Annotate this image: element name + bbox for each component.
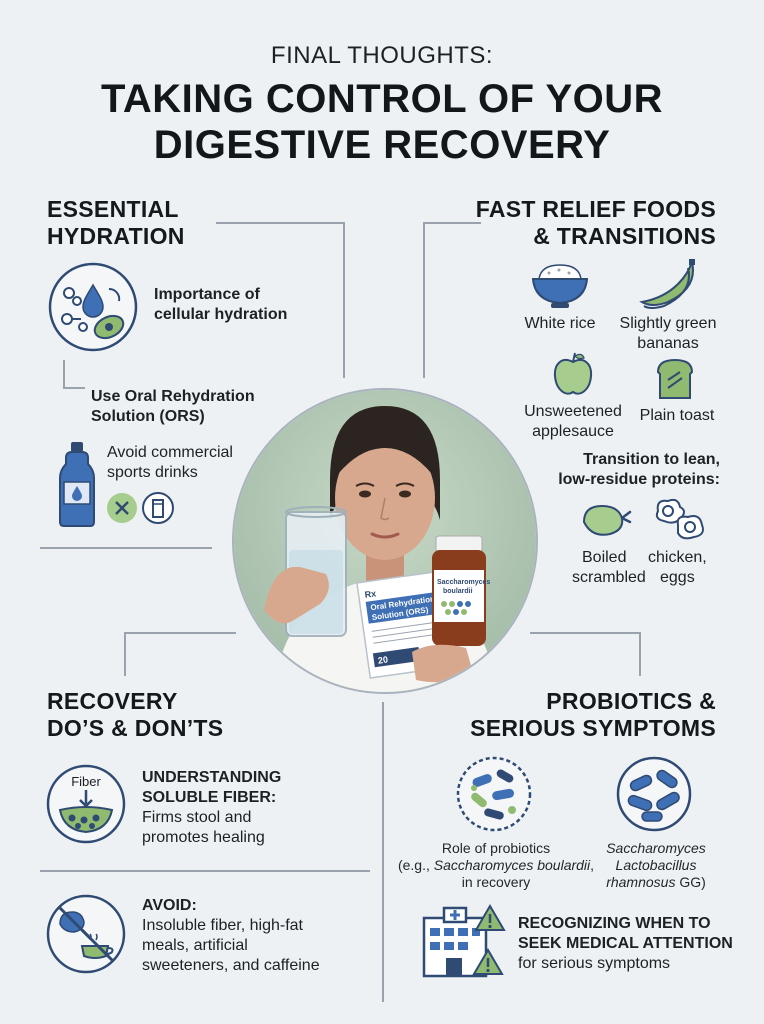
packet-count: 20 <box>377 654 388 665</box>
hydration-title: ESSENTIAL HYDRATION <box>47 196 185 250</box>
avoid-sports-line-1: Avoid commercial <box>107 444 233 461</box>
medical-line-3: for serious symptoms <box>518 955 671 972</box>
foods-title-line-2: & TRANSITIONS <box>533 223 716 249</box>
fiber-icon-label: Fiber <box>71 774 101 789</box>
medical-line-2: SEEK MEDICAL ATTENTION <box>518 935 733 952</box>
transition-line-1: Transition to lean, <box>583 451 720 468</box>
divider <box>639 632 641 676</box>
protein-b-line-1: chicken, <box>648 549 707 566</box>
hospital-warning-icon <box>420 904 506 978</box>
eggs-icon <box>652 497 708 543</box>
toast-icon <box>654 358 696 400</box>
chicken-icon <box>578 500 632 540</box>
importance-text: Importance of cellular hydration <box>154 285 287 325</box>
divider <box>382 702 384 1002</box>
avoid-line-3: sweeteners, and caffeine <box>142 957 320 974</box>
ors-line-2: Solution (ORS) <box>91 408 205 425</box>
probiotic-species-text: Saccharomyces Lactobacillus rhamnosus GG… <box>598 840 714 891</box>
divider <box>40 547 212 549</box>
no-symbol-icon <box>106 492 138 524</box>
avoid-sports-line-2: sports drinks <box>107 464 198 481</box>
applesauce-line-1: Unsweetened <box>524 403 622 420</box>
role-line-2-post: , <box>590 857 595 873</box>
water-bottle-icon <box>58 440 96 528</box>
fiber-heading-1: UNDERSTANDING <box>142 769 282 786</box>
bananas-line-1: Slightly green <box>619 315 717 332</box>
avoid-sports-drinks-text: Avoid commercial sports drinks <box>107 443 233 483</box>
recovery-title: RECOVERY DO’S & DON’TS <box>47 688 223 742</box>
divider <box>216 222 344 224</box>
divider <box>124 632 126 676</box>
transition-text: Transition to lean, low-residue proteins… <box>558 450 720 490</box>
no-fatty-food-icon <box>46 894 126 974</box>
avoid-line-1: Insoluble fiber, high-fat <box>142 917 303 934</box>
probiotics-title-line-2: SERIOUS SYMPTOMS <box>470 715 716 741</box>
toast-label: Plain toast <box>639 407 715 424</box>
species-line-1: Saccharomyces <box>606 840 706 856</box>
divider <box>124 632 236 634</box>
avoid-heading: AVOID: <box>142 897 197 914</box>
bottle-line-1: Saccharomyces <box>437 579 490 586</box>
importance-line-1: Importance of <box>154 286 260 303</box>
cup-icon <box>142 492 174 524</box>
species-line-3-suffix: GG) <box>675 874 706 890</box>
bananas-label: Slightly green bananas <box>608 314 728 354</box>
bananas-line-2: bananas <box>637 335 699 352</box>
apple-icon <box>552 350 594 398</box>
foods-title: FAST RELIEF FOODS & TRANSITIONS <box>476 196 716 250</box>
species-line-3: rhamnosus <box>606 874 676 890</box>
hydration-title-line-2: HYDRATION <box>47 223 185 249</box>
fiber-text: UNDERSTANDING SOLUBLE FIBER: Firms stool… <box>142 768 281 848</box>
ors-text: Use Oral Rehydration Solution (ORS) <box>91 387 255 427</box>
rx-mark: Rx <box>364 588 377 600</box>
protein-b-line-2: eggs <box>660 569 695 586</box>
divider <box>63 387 85 389</box>
divider <box>423 222 481 224</box>
white-rice-label: White rice <box>524 315 596 332</box>
applesauce-label: Unsweetened applesauce <box>518 402 628 442</box>
recovery-title-line-2: DO’S & DON’TS <box>47 715 224 741</box>
role-line-2-species: Saccharomyces boulardii <box>433 857 591 873</box>
role-line-1: Role of probiotics <box>441 840 551 856</box>
transition-line-2: low-residue proteins: <box>558 471 720 488</box>
title-line-1: TAKING CONTROL OF YOUR <box>100 77 664 121</box>
bacteria-species-icon <box>616 756 692 832</box>
role-line-2-pre: (e.g., <box>397 857 434 873</box>
probiotics-role-text: Role of probiotics (e.g., Saccharomyces … <box>396 840 596 891</box>
foods-title-line-1: FAST RELIEF FOODS <box>475 196 716 222</box>
rice-bowl-icon <box>531 261 589 309</box>
title-line-2: DIGESTIVE RECOVERY <box>153 123 611 167</box>
ors-line-1: Use Oral Rehydration <box>91 388 255 405</box>
bottle-line-2: boulardii <box>443 588 473 595</box>
divider <box>63 360 65 388</box>
bacteria-icon <box>456 756 532 832</box>
recovery-title-line-1: RECOVERY <box>47 688 178 714</box>
hydration-title-line-1: ESSENTIAL <box>47 196 179 222</box>
medical-line-1: RECOGNIZING WHEN TO <box>518 915 711 932</box>
applesauce-line-2: applesauce <box>532 423 614 440</box>
avoid-line-2: meals, artificial <box>142 937 248 954</box>
protein-a-line-1: Boiled <box>582 549 627 566</box>
protein-a-line-2: scrambled <box>572 569 646 586</box>
banana-icon <box>638 258 698 310</box>
avoid-text: AVOID: Insoluble fiber, high-fat meals, … <box>142 896 320 976</box>
divider <box>343 222 345 378</box>
fiber-icon: Fiber <box>46 764 126 844</box>
fiber-line-2: promotes healing <box>142 829 265 846</box>
page-title: TAKING CONTROL OF YOUR DIGESTIVE RECOVER… <box>0 76 764 168</box>
divider <box>530 632 640 634</box>
fiber-heading-2: SOLUBLE FIBER: <box>142 789 277 806</box>
divider <box>40 870 370 872</box>
probiotics-title: PROBIOTICS & SERIOUS SYMPTOMS <box>470 688 716 742</box>
role-line-3: in recovery <box>461 874 531 890</box>
importance-line-2: cellular hydration <box>154 306 288 323</box>
fiber-line-1: Firms stool and <box>142 809 252 826</box>
probiotics-title-line-1: PROBIOTICS & <box>546 688 716 714</box>
species-line-2: Lactobacillus <box>615 857 697 873</box>
cellular-hydration-icon <box>47 261 139 353</box>
woman-holding-water-photo: Rx Oral Rehydration Solution (ORS) 20 Sa… <box>232 388 538 694</box>
divider <box>423 222 425 378</box>
page-kicker: FINAL THOUGHTS: <box>270 42 494 69</box>
medical-attention-text: RECOGNIZING WHEN TO SEEK MEDICAL ATTENTI… <box>518 914 733 974</box>
